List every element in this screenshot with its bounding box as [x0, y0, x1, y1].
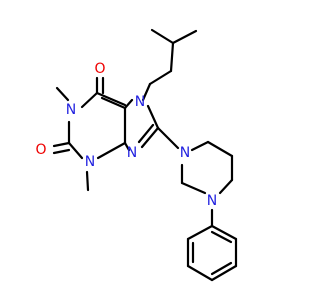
bond-ph-6-double	[210, 230, 233, 244]
bond-n9-c4	[123, 141, 131, 152]
bond-c5-n7	[123, 98, 134, 110]
bond-n7-c8	[146, 104, 160, 130]
bond-n3-methyl	[85, 170, 90, 192]
piperazine-ring	[180, 140, 234, 228]
bond-ph-1	[186, 224, 214, 241]
nitrogen-n7-label: N	[135, 94, 145, 110]
bond-methyl-b	[171, 29, 198, 45]
bond-ph-4-double	[210, 261, 233, 276]
bond-methyl-a	[150, 28, 175, 45]
bond-c2-o-double	[52, 148, 71, 155]
oxygen-left-label: O	[35, 142, 46, 158]
atom-labels: O O N N N N N N	[35, 61, 217, 209]
bond-pip-1	[190, 140, 210, 152]
bond-chain-3	[141, 82, 152, 102]
bond-c5-c6	[95, 91, 127, 107]
molecule-structure: O O N N N N N N	[35, 28, 238, 282]
bond-c2-n3	[67, 141, 84, 160]
bond-pip-2	[206, 140, 234, 158]
bond-n3-c4	[96, 141, 127, 160]
piperazine-nitrogen-top-label: N	[180, 145, 190, 161]
bond-ph-6	[210, 224, 238, 241]
pyrimidine-ring	[52, 76, 127, 192]
bond-c2-o	[52, 141, 71, 148]
bond-pip-4	[218, 178, 234, 195]
piperazine-nitrogen-bottom-label: N	[207, 193, 217, 209]
bond-c5-c6-double	[100, 96, 127, 110]
nitrogen-n1-label: N	[66, 102, 76, 118]
isopentyl-chain	[141, 28, 198, 102]
bond-ph-3	[186, 264, 214, 282]
bond-n1-methyl	[55, 86, 70, 102]
nitrogen-n3-label: N	[85, 154, 95, 170]
nitrogen-n9-label: N	[127, 145, 137, 161]
oxygen-top-label: O	[94, 61, 105, 77]
molecule-canvas: O O N N N N N N	[35, 28, 238, 282]
bond-ph-4	[210, 264, 238, 282]
phenyl-ring	[186, 224, 238, 282]
bond-chain-2	[148, 69, 173, 86]
bond-c8-n9	[140, 126, 160, 149]
imidazole-ring	[123, 98, 180, 152]
bond-c8-ch2	[156, 126, 180, 150]
bond-chain-1	[169, 41, 175, 73]
bond-c8-n9-double	[137, 123, 155, 144]
bond-c6-n1	[80, 91, 99, 109]
bond-pip-5	[180, 181, 207, 195]
